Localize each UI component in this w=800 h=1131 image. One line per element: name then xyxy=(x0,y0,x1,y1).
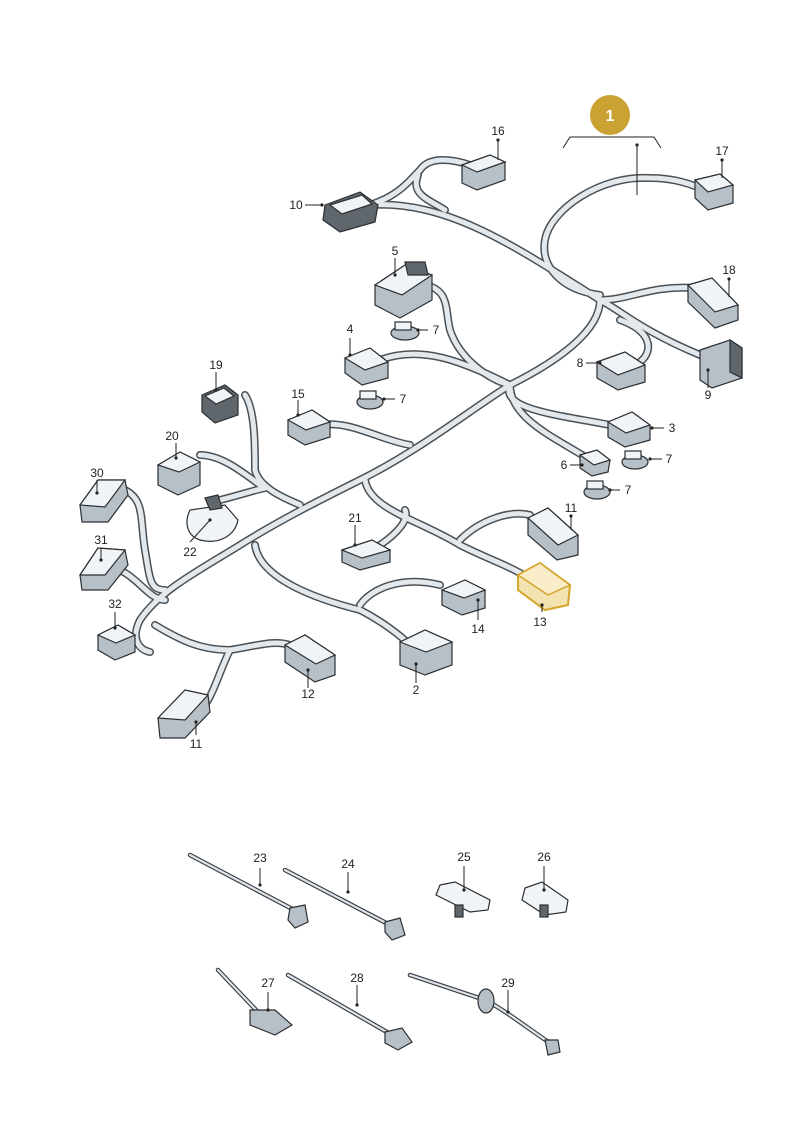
connector-6 xyxy=(578,449,612,477)
label-32: 32 xyxy=(108,597,122,611)
tie-28 xyxy=(285,972,413,1051)
label-7-b: 7 xyxy=(400,392,407,406)
connector-14 xyxy=(440,579,487,616)
wire-core-5 xyxy=(597,285,698,303)
connector-4 xyxy=(343,347,390,386)
connector-5 xyxy=(373,261,434,319)
label-23: 23 xyxy=(253,851,267,865)
label-21: 21 xyxy=(348,511,362,525)
label-20: 20 xyxy=(165,429,179,443)
label-19: 19 xyxy=(209,358,223,372)
label-17: 17 xyxy=(715,144,729,158)
wire-core-18 xyxy=(357,579,443,608)
connector-11-left xyxy=(156,689,211,739)
tie-29 xyxy=(407,972,561,1056)
cable-ties xyxy=(187,852,569,1056)
connector-9 xyxy=(699,338,743,389)
label-26: 26 xyxy=(537,850,551,864)
wire-core-23 xyxy=(117,567,168,603)
label-5: 5 xyxy=(392,244,399,258)
connector-20 xyxy=(156,451,202,496)
callout-labels: 16 17 10 5 18 4 7 8 9 7 19 15 3 6 7 7 20… xyxy=(90,124,736,1014)
label-12: 12 xyxy=(301,687,315,701)
label-15: 15 xyxy=(291,387,305,401)
connector-19 xyxy=(201,384,239,424)
label-31: 31 xyxy=(94,533,108,547)
clip-7-a xyxy=(390,321,420,341)
label-2: 2 xyxy=(413,683,420,697)
wire-core-7 xyxy=(617,317,651,365)
label-7-d: 7 xyxy=(625,483,632,497)
label-13: 13 xyxy=(533,615,547,629)
badge-label: 1 xyxy=(606,108,615,125)
label-11-right: 11 xyxy=(565,501,578,515)
wire-core-10 xyxy=(133,382,513,655)
label-30: 30 xyxy=(90,466,104,480)
label-3: 3 xyxy=(669,421,676,435)
label-7-a: 7 xyxy=(433,323,440,337)
wire-outline-6 xyxy=(506,296,604,389)
connector-21 xyxy=(340,539,392,571)
connector-2 xyxy=(398,629,454,676)
tie-27 xyxy=(215,967,294,1036)
connector-8 xyxy=(595,351,647,391)
wire-core-6 xyxy=(507,297,603,388)
connectors xyxy=(78,154,743,739)
connector-15 xyxy=(286,409,332,446)
wire-core-21 xyxy=(217,485,268,503)
connector-30 xyxy=(78,479,129,523)
label-9: 9 xyxy=(705,388,712,402)
wire-core-22 xyxy=(122,487,168,593)
connector-11-right xyxy=(526,507,580,561)
clip-25 xyxy=(435,881,491,918)
label-11-left: 11 xyxy=(190,737,203,751)
label-22: 22 xyxy=(183,545,197,559)
wire-core-15 xyxy=(457,511,533,543)
label-4: 4 xyxy=(347,322,354,336)
connector-10 xyxy=(322,191,379,233)
clip-26 xyxy=(521,881,569,918)
label-29: 29 xyxy=(501,976,515,990)
connector-32 xyxy=(96,624,137,661)
wire-core-9 xyxy=(377,351,513,388)
wire-core-19 xyxy=(242,392,303,508)
wire-core-2 xyxy=(367,202,703,358)
wire-core-17 xyxy=(252,542,413,648)
label-24: 24 xyxy=(341,857,355,871)
label-6: 6 xyxy=(561,458,568,472)
connector-16 xyxy=(460,154,507,191)
label-25: 25 xyxy=(457,850,471,864)
connector-13-highlighted[interactable] xyxy=(516,561,572,612)
connector-12 xyxy=(283,634,337,683)
label-14: 14 xyxy=(471,622,485,636)
wire-core-1 xyxy=(367,157,473,208)
part-badge-1[interactable]: 1 xyxy=(562,95,662,149)
label-7-c: 7 xyxy=(666,452,673,466)
wire-core-3 xyxy=(413,172,448,213)
tie-23 xyxy=(187,852,309,929)
connector-3 xyxy=(606,411,652,448)
connector-18 xyxy=(686,277,740,329)
wire-core-4 xyxy=(541,175,703,298)
connector-17 xyxy=(693,173,735,211)
harness-wires xyxy=(116,156,704,709)
clip-7-b xyxy=(356,390,384,410)
tie-24 xyxy=(282,867,406,941)
label-16: 16 xyxy=(491,124,505,138)
wire-core-16 xyxy=(377,507,409,548)
label-10: 10 xyxy=(289,198,303,212)
label-18: 18 xyxy=(722,263,736,277)
clip-7-d xyxy=(583,480,611,500)
label-27: 27 xyxy=(261,976,275,990)
wire-core-20 xyxy=(197,452,263,488)
label-28: 28 xyxy=(350,971,364,985)
connector-22 xyxy=(186,494,239,542)
label-8: 8 xyxy=(577,356,584,370)
wire-core-12 xyxy=(507,382,593,463)
connector-31 xyxy=(78,547,129,591)
wire-core-14 xyxy=(362,477,533,583)
clip-7-c xyxy=(621,450,649,470)
